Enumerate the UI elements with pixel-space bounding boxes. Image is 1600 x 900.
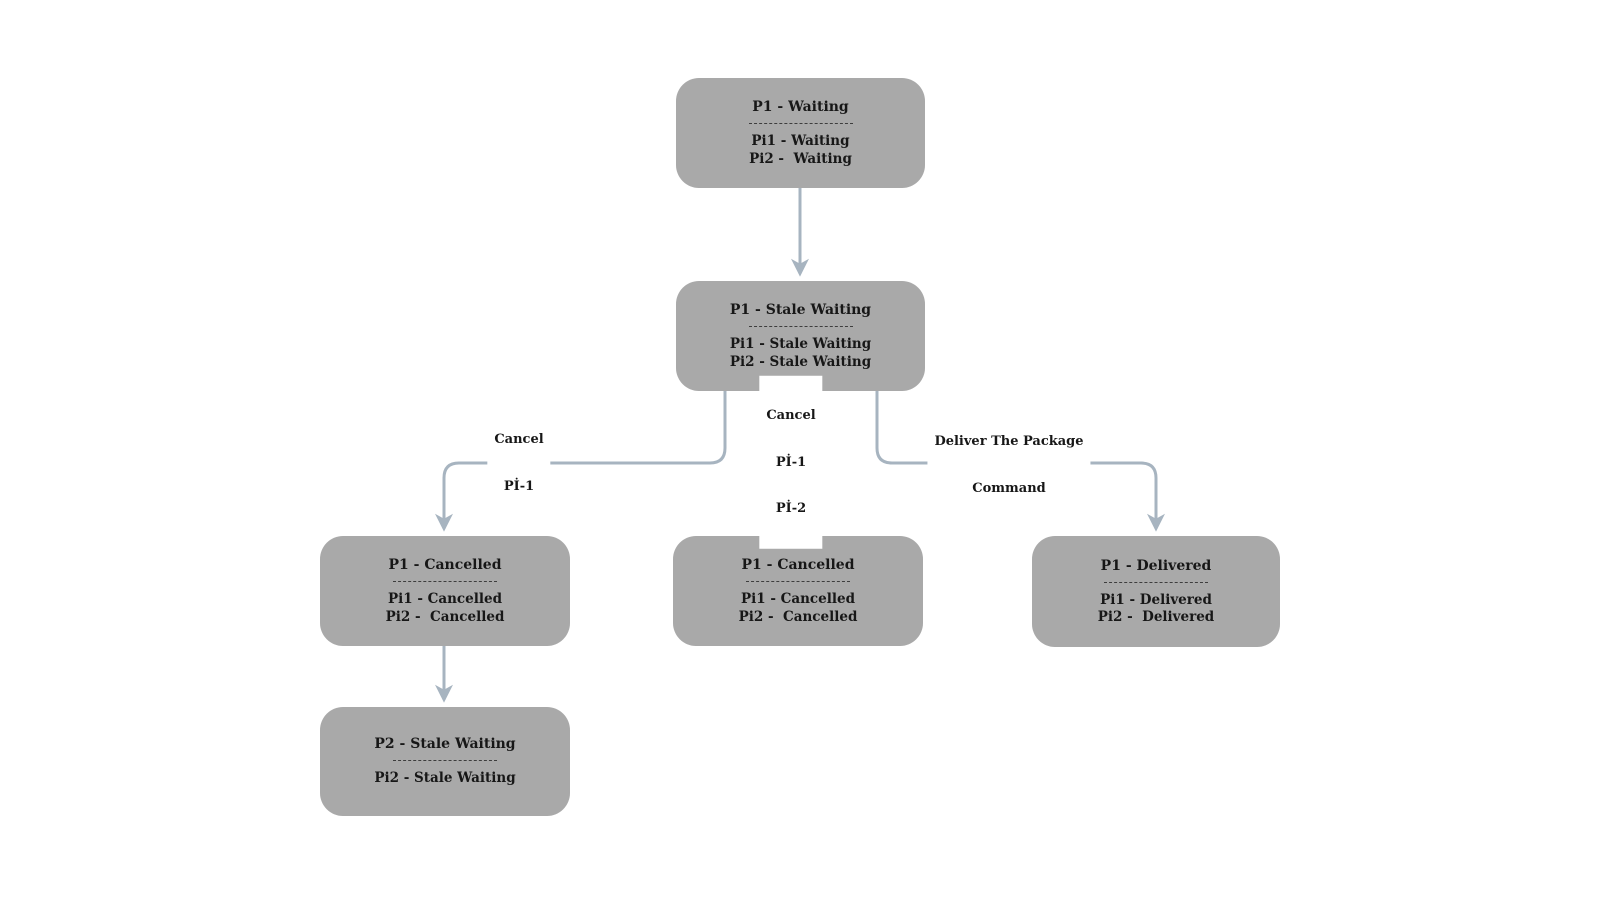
node-line: Pi1 - Stale Waiting bbox=[729, 336, 872, 352]
node-p1-stale-waiting: P1 - Stale Waiting Pi1 - Stale Waiting P… bbox=[676, 281, 925, 391]
edge-label-line: Cancel bbox=[766, 407, 816, 423]
node-divider bbox=[746, 581, 850, 582]
node-line: Pi1 - Cancelled bbox=[740, 591, 856, 607]
node-line: Pi2 - Waiting bbox=[749, 150, 852, 167]
edge-label-line: Pİ-1 bbox=[775, 454, 807, 470]
node-divider bbox=[748, 123, 853, 124]
node-title: P2 - Stale Waiting bbox=[374, 736, 516, 753]
node-title: P1 - Delivered bbox=[1100, 557, 1212, 574]
node-p1-cancelled-left: P1 - Cancelled Pi1 - Cancelled Pi2 - Can… bbox=[320, 536, 570, 646]
edge-label-cancel-pi1: Cancel Pİ-1 bbox=[487, 400, 551, 526]
edge-label-line: Deliver The Package bbox=[934, 434, 1084, 449]
node-title: P1 - Cancelled bbox=[741, 557, 855, 573]
node-line: Pi2 - Stale Waiting bbox=[374, 770, 516, 787]
node-divider bbox=[1104, 581, 1208, 583]
edge-label-line: Pİ-1 bbox=[503, 478, 535, 494]
node-p1-cancelled-mid: P1 - Cancelled Pi1 - Cancelled Pi2 - Can… bbox=[673, 536, 923, 646]
node-line: Pi1 - Waiting bbox=[751, 133, 850, 149]
edge-label-line: Pİ-2 bbox=[775, 500, 807, 516]
node-line: Pi1 - Delivered bbox=[1100, 591, 1212, 608]
edge-stale-waiting-to-cancelled-left bbox=[435, 391, 727, 532]
edge-label-line: Cancel bbox=[494, 432, 544, 447]
node-p1-waiting: P1 - Waiting Pi1 - Waiting Pi2 - Waiting bbox=[676, 78, 925, 188]
node-divider bbox=[393, 581, 497, 582]
node-divider bbox=[748, 326, 853, 327]
node-line: Pi1 - Cancelled bbox=[387, 591, 503, 607]
edge-label-cancel-pi1-pi2: Cancel Pİ-1 Pİ-2 bbox=[759, 375, 823, 549]
edge-label-deliver-command: Deliver The Package Command bbox=[927, 402, 1091, 528]
node-p1-delivered: P1 - Delivered Pi1 - Delivered Pi2 - Del… bbox=[1032, 536, 1280, 647]
node-title: P1 - Waiting bbox=[752, 99, 849, 115]
node-line: Pi2 - Cancelled bbox=[738, 608, 858, 625]
node-line: Pi2 - Stale Waiting bbox=[729, 353, 872, 370]
node-p2-stale-waiting: P2 - Stale Waiting Pi2 - Stale Waiting bbox=[320, 707, 570, 816]
node-divider bbox=[393, 760, 497, 762]
node-title: P1 - Stale Waiting bbox=[729, 302, 872, 318]
node-line: Pi2 - Cancelled bbox=[385, 608, 505, 625]
edge-label-line: Command bbox=[972, 480, 1046, 496]
node-line: Pi2 - Delivered bbox=[1097, 609, 1215, 625]
node-title: P1 - Cancelled bbox=[388, 557, 502, 573]
